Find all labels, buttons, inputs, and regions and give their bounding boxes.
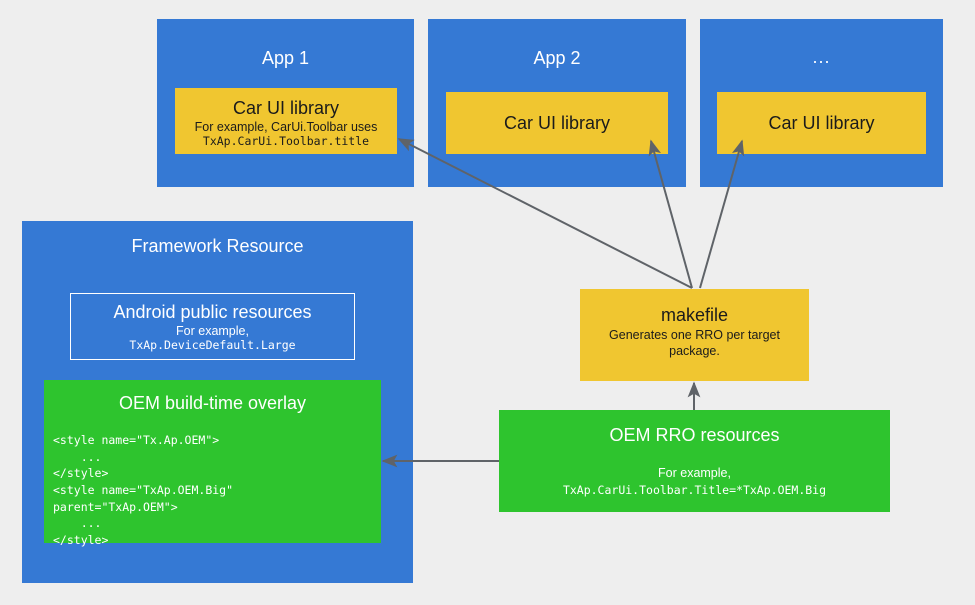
app-3-title: ...: [812, 47, 831, 67]
android-public-resources-title: Android public resources: [113, 302, 312, 322]
app-3-library-title: Car UI library: [768, 113, 875, 133]
android-public-resources-subtitle: For example,: [176, 324, 249, 338]
oem-build-time-overlay-title: OEM build-time overlay: [118, 393, 307, 413]
app-1-title: App 1: [261, 48, 310, 68]
app-2-library-title: Car UI library: [503, 113, 610, 133]
android-public-resources-code: TxAp.DeviceDefault.Large: [129, 338, 296, 352]
oem-rro-resources: OEM RRO resources For example, TxAp.CarU…: [499, 410, 890, 512]
oem-rro-resources-subtitle: For example,: [658, 466, 731, 480]
oem-build-time-overlay-code: <style name="Tx.Ap.OEM"> ... </style> <s…: [53, 433, 234, 548]
makefile-box: makefile Generates one RRO per target pa…: [580, 289, 809, 381]
app-1-library-code: TxAp.CarUi.Toolbar.title: [202, 134, 370, 148]
app-1-library-title: Car UI library: [232, 98, 339, 118]
oem-build-time-overlay: OEM build-time overlay <style name="Tx.A…: [44, 380, 381, 547]
app-2-car-ui-library: Car UI library: [446, 92, 668, 154]
makefile-title: makefile: [660, 305, 729, 325]
oem-rro-resources-title: OEM RRO resources: [609, 425, 780, 445]
app-3-car-ui-library: Car UI library: [717, 92, 926, 154]
oem-rro-resources-code: TxAp.CarUi.Toolbar.Title=*TxAp.OEM.Big: [562, 483, 827, 497]
app-1-car-ui-library: Car UI library For example, CarUi.Toolba…: [175, 88, 397, 154]
framework-resource-title: Framework Resource: [131, 236, 304, 256]
android-public-resources-box: Android public resources For example, Tx…: [70, 293, 355, 360]
makefile-subtitle: Generates one RRO per target package.: [609, 328, 780, 359]
app-2-title: App 2: [533, 48, 581, 68]
app-1-library-subtitle: For example, CarUi.Toolbar uses: [194, 120, 378, 134]
